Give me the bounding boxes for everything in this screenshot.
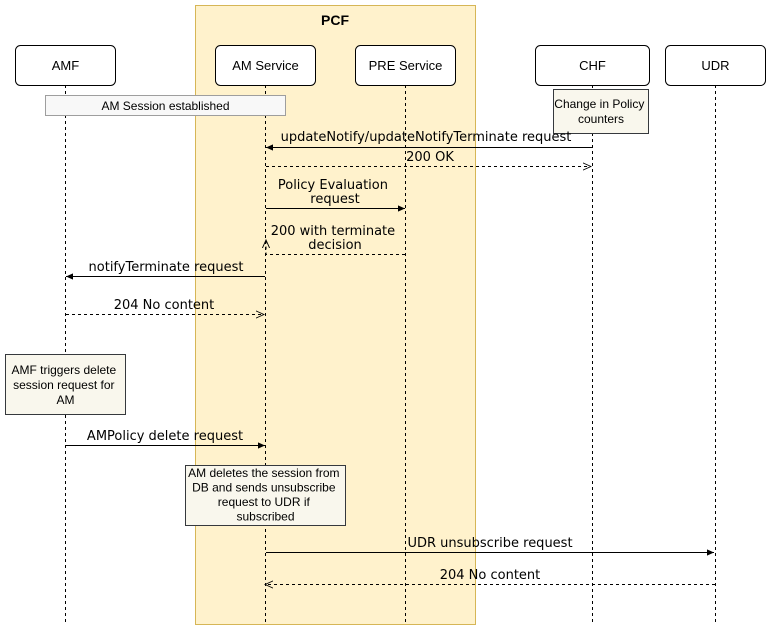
- message-no-content-2: 204 No content: [265, 568, 715, 585]
- svg-text:AM Session established: AM Session established: [101, 99, 229, 113]
- note-session-established: AM Session established: [45, 95, 286, 116]
- note-line: Change in Policy: [554, 97, 644, 111]
- svg-text:AMPolicy delete request: AMPolicy delete request: [87, 429, 243, 444]
- participant-amf: AMF: [15, 45, 116, 86]
- message-notify-terminate: notifyTerminate request: [66, 260, 265, 280]
- participant-pre-service: PRE Service: [355, 45, 456, 86]
- message-udr-unsubscribe: UDR unsubscribe request: [266, 536, 714, 556]
- message-200-ok: 200 OK: [266, 150, 591, 167]
- svg-text:204 No content: 204 No content: [114, 298, 215, 313]
- participant-udr: UDR: [665, 45, 766, 86]
- svg-text:204 No content: 204 No content: [440, 568, 541, 583]
- message-label: 200 OK: [406, 150, 454, 165]
- svg-text:UDR unsubscribe request: UDR unsubscribe request: [407, 536, 572, 551]
- message-label: request: [310, 192, 359, 207]
- message-label: 200 with terminate: [271, 224, 395, 239]
- svg-text:Policy Evaluation reques: Policy Evaluation request: [278, 178, 392, 207]
- participant-label: AM Service: [232, 58, 298, 73]
- note-am-delete: AM deletes the session from DB and sends…: [185, 465, 346, 526]
- participant-label: PRE Service: [369, 58, 443, 73]
- participant-label: AMF: [52, 58, 80, 73]
- note-line: AM deletes the session from: [188, 466, 339, 480]
- note-line: session request for: [13, 378, 114, 392]
- message-arrow: [266, 240, 405, 255]
- message-label: updateNotify/updateNotifyTerminate reque…: [281, 130, 572, 145]
- svg-text:AMF triggers delete sess: AMF triggers delete session request for …: [11, 363, 119, 407]
- svg-text:Change in Policy counter: Change in Policy counters: [554, 97, 647, 126]
- message-no-content-1: 204 No content: [66, 298, 264, 315]
- message-terminate-decision: 200 with terminate decision: [266, 224, 405, 255]
- svg-text:notifyTerminate request: notifyTerminate request: [89, 260, 244, 275]
- svg-text:200 with terminate decis: 200 with terminate decision: [271, 224, 400, 253]
- participant-chf: CHF: [535, 45, 650, 86]
- pcf-title: PCF: [321, 12, 349, 28]
- message-label: UDR unsubscribe request: [407, 536, 572, 551]
- svg-text:updateNotify/updateNotifyTermi: updateNotify/updateNotifyTerminate reque…: [281, 130, 572, 145]
- participant-label: CHF: [579, 58, 606, 73]
- message-label: 204 No content: [440, 568, 541, 583]
- message-label: 204 No content: [114, 298, 215, 313]
- svg-text:200 OK: 200 OK: [406, 150, 454, 165]
- message-label: AMPolicy delete request: [87, 429, 243, 444]
- note-line: subscribed: [236, 510, 294, 524]
- svg-text:AM deletes the session from: AM deletes the session from DB and sends…: [188, 466, 343, 524]
- note-line: DB and sends unsubscribe: [192, 481, 336, 495]
- message-policy-evaluation: Policy Evaluation request: [266, 178, 405, 212]
- note-line: request to UDR if: [218, 495, 311, 509]
- note-line: counters: [578, 112, 624, 126]
- note-line: AM: [57, 393, 75, 407]
- participant-am-service: AM Service: [215, 45, 316, 86]
- note-line: AMF triggers delete: [11, 363, 116, 377]
- note-policy-change: Change in Policy counters: [553, 89, 649, 134]
- message-label: decision: [308, 238, 362, 253]
- message-label: notifyTerminate request: [89, 260, 244, 275]
- message-ampolicy-delete: AMPolicy delete request: [66, 429, 265, 449]
- participant-label: UDR: [701, 58, 729, 73]
- message-update-notify: updateNotify/updateNotifyTerminate reque…: [266, 130, 592, 151]
- message-label: Policy Evaluation: [278, 178, 388, 193]
- note-amf-trigger: AMF triggers delete session request for …: [5, 354, 126, 415]
- note-line: AM Session established: [101, 99, 229, 113]
